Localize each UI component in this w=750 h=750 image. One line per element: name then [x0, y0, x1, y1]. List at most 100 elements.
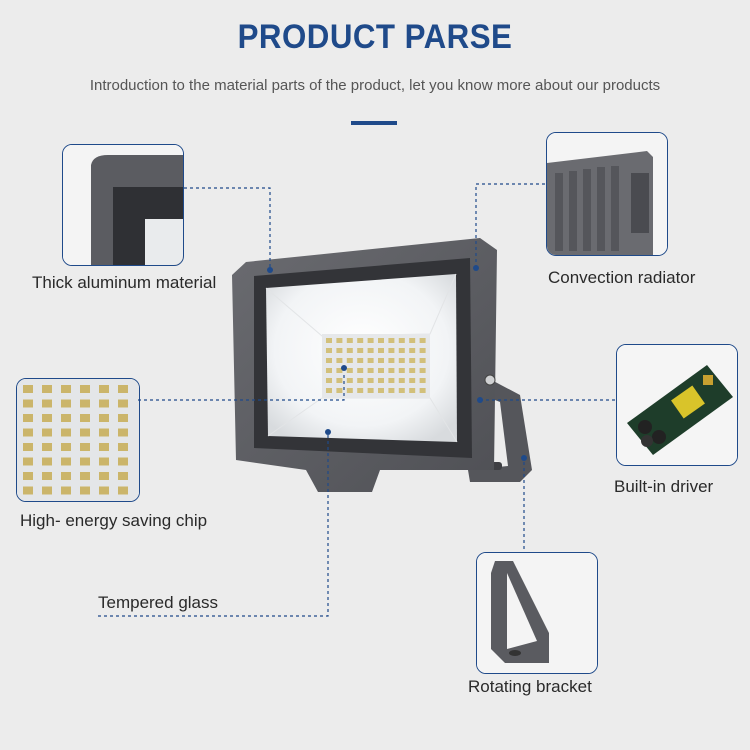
- led-chip: [80, 443, 90, 451]
- led-chip: [23, 399, 33, 408]
- led-dot: [378, 388, 384, 393]
- led-chip: [42, 385, 52, 393]
- led-dot: [409, 388, 416, 393]
- led-chip: [61, 486, 71, 495]
- led-chip: [118, 457, 128, 466]
- led-dot: [346, 378, 353, 383]
- title-accent-bar: [351, 121, 397, 125]
- led-dot: [378, 338, 384, 343]
- led-dot: [398, 338, 405, 343]
- led-dot: [388, 348, 395, 353]
- led-dot: [419, 368, 426, 373]
- led-dot: [326, 358, 332, 363]
- led-chip: [23, 457, 33, 466]
- led-chip: [118, 399, 128, 408]
- led-chip: [99, 457, 109, 466]
- led-chip: [42, 414, 52, 422]
- led-chip: [80, 486, 90, 495]
- led-dot: [336, 378, 343, 383]
- led-chip: [118, 486, 128, 495]
- led-dot: [398, 358, 405, 363]
- callout-label-chip: High- energy saving chip: [20, 511, 208, 530]
- driver-detail-image: [616, 344, 738, 466]
- led-chip: [118, 385, 128, 393]
- led-dot: [357, 348, 364, 353]
- led-chip: [99, 472, 109, 480]
- led-dot: [357, 368, 364, 373]
- led-chip: [80, 428, 90, 437]
- led-dot: [367, 368, 374, 373]
- led-chip: [23, 428, 33, 437]
- led-chip: [61, 385, 71, 393]
- led-dot: [388, 358, 395, 363]
- led-chip: [61, 414, 71, 422]
- led-dot: [357, 378, 364, 383]
- led-dot: [357, 338, 364, 343]
- led-chip: [99, 414, 109, 422]
- led-chip: [23, 414, 33, 422]
- led-dot: [378, 378, 384, 383]
- led-dot: [346, 338, 353, 343]
- led-chip: [99, 443, 109, 451]
- led-chip: [61, 399, 71, 408]
- led-chip: [80, 414, 90, 422]
- led-dot: [398, 388, 405, 393]
- radiator-detail-image: [546, 132, 668, 256]
- led-chip: [118, 472, 128, 480]
- led-chip: [99, 385, 109, 393]
- led-chip: [42, 457, 52, 466]
- led-chip: [42, 443, 52, 451]
- led-dot: [378, 368, 384, 373]
- led-chip: [42, 399, 52, 408]
- led-chip: [23, 385, 33, 393]
- led-dot: [357, 388, 364, 393]
- callout-label-bracket: Rotating bracket: [468, 677, 592, 696]
- led-dot: [409, 378, 416, 383]
- led-dot: [367, 378, 374, 383]
- led-dot: [336, 358, 343, 363]
- led-chip: [23, 472, 33, 480]
- led-dot: [398, 348, 405, 353]
- led-chip: [118, 414, 128, 422]
- led-dot: [326, 378, 332, 383]
- led-dot: [388, 378, 395, 383]
- led-dot: [326, 348, 332, 353]
- led-dot: [409, 358, 416, 363]
- led-dot: [336, 348, 343, 353]
- callout-label-radiator: Convection radiator: [548, 268, 696, 287]
- led-dot: [398, 378, 405, 383]
- led-dot: [419, 358, 426, 363]
- led-chip: [23, 443, 33, 451]
- led-dot: [388, 368, 395, 373]
- bracket-detail-image: [476, 552, 598, 674]
- led-dot: [357, 358, 364, 363]
- led-chip: [42, 486, 52, 495]
- led-dot: [419, 348, 426, 353]
- led-dot: [346, 348, 353, 353]
- led-dot: [419, 338, 426, 343]
- led-chip: [118, 428, 128, 437]
- led-dot: [409, 338, 416, 343]
- led-dot: [388, 338, 395, 343]
- led-dot: [346, 358, 353, 363]
- led-dot: [367, 348, 374, 353]
- led-chip: [80, 457, 90, 466]
- led-dot: [326, 338, 332, 343]
- led-dot: [409, 368, 416, 373]
- led-dot: [326, 368, 332, 373]
- led-dot: [419, 378, 426, 383]
- led-chip-detail-image: [16, 378, 140, 502]
- led-dot: [398, 368, 405, 373]
- led-chip: [61, 443, 71, 451]
- led-chip: [80, 385, 90, 393]
- led-dot: [367, 338, 374, 343]
- led-dot: [367, 358, 374, 363]
- callout-label-aluminum: Thick aluminum material: [32, 273, 217, 292]
- led-chip: [80, 399, 90, 408]
- led-dot: [419, 388, 426, 393]
- led-chip: [61, 472, 71, 480]
- page-title: PRODUCT PARSE: [237, 18, 513, 56]
- led-chip: [42, 472, 52, 480]
- led-chip: [61, 457, 71, 466]
- led-dot: [388, 388, 395, 393]
